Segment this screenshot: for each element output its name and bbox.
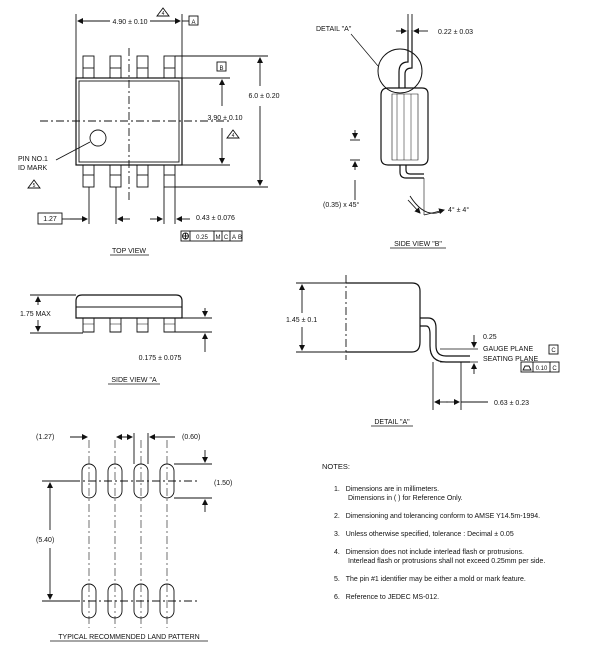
note-item: 4. Dimension does not include interlead … [334, 549, 546, 565]
pin1-id-mark [89, 129, 107, 147]
seating-plane-label: SEATING PLANE [483, 356, 538, 363]
land-pattern [42, 433, 212, 642]
fcf-c: C [224, 235, 229, 241]
note-flag-5-icon: 5 [33, 183, 36, 189]
dim-lead-thickness: 0.22 ± 0.03 [438, 29, 473, 36]
note-item: 2. Dimensioning and tolerancing conform … [334, 513, 541, 520]
land-pad-width: (0.60) [182, 434, 200, 441]
side-view-a-labels: 1.75 MAX 0.175 ± 0.075 SIDE VIEW "A [20, 311, 181, 384]
flatness-datum: C [552, 366, 557, 372]
side-view-b [350, 14, 446, 249]
pin1-label: PIN NO.1 [18, 156, 48, 163]
side-view-b-title: SIDE VIEW "B" [394, 241, 442, 248]
dim-body-length: 4.90 ± 0.10 [113, 19, 148, 26]
note-item: 3. Unless otherwise specified, tolerance… [334, 531, 514, 538]
land-pitch: (1.27) [36, 434, 54, 441]
dim-chamfer: (0.35) x 45° [323, 201, 359, 209]
side-view-a [30, 294, 212, 385]
flatness-value: 0.10 [536, 366, 548, 372]
detail-a-labels: 1.45 ± 0.1 0.25 GAUGE PLANE SEATING PLAN… [286, 317, 557, 426]
notes-panel: NOTES: 1. Dimensions are in millimeters.… [322, 462, 592, 611]
fcf-b: B [238, 235, 242, 241]
dim-pitch: 1.27 [43, 216, 57, 223]
dim-foot-angle: 4° ± 4° [448, 206, 469, 214]
side-view-a-title: SIDE VIEW "A [111, 377, 157, 384]
top-view-title: TOP VIEW [112, 248, 146, 255]
notes-list: 1. Dimensions are in millimeters.Dimensi… [322, 485, 592, 602]
dim-body-width: 3.90 ± 0.10 [208, 115, 243, 122]
detail-a-view [296, 275, 560, 427]
note-item: 5. The pin #1 identifier may be either a… [334, 576, 526, 583]
note-item: 1. Dimensions are in millimeters.Dimensi… [334, 486, 463, 502]
land-pad-length: (1.50) [214, 480, 232, 487]
dim-foot-length: 0.63 ± 0.23 [494, 400, 529, 407]
side-view-b-labels: DETAIL "A" 0.22 ± 0.03 (0.35) x 45° 4° ±… [316, 26, 473, 248]
fcf-value: 0.25 [196, 235, 208, 241]
gauge-plane-label: GAUGE PLANE [483, 346, 534, 353]
pin1-label-2: ID MARK [18, 165, 48, 172]
land-pattern-labels: (1.27) (0.60) (1.50) (5.40) TYPICAL RECO… [36, 434, 232, 641]
dim-body-height: 1.45 ± 0.1 [286, 317, 317, 324]
datum-a: A [191, 20, 195, 26]
fcf-a: A [232, 235, 236, 241]
datum-c: C [551, 348, 556, 354]
dim-lead-width: 0.43 ± 0.076 [196, 215, 235, 222]
dim-gauge: 0.25 [483, 334, 497, 341]
detail-a-callout: DETAIL "A" [316, 26, 352, 33]
dim-standoff: 0.175 ± 0.075 [139, 355, 182, 362]
top-view-labels: 4.90 ± 0.10 4 A B 3.90 ± 0.10 4 6.0 ± 0.… [18, 11, 280, 255]
top-view [27, 7, 268, 256]
detail-a-title: DETAIL "A" [374, 419, 410, 426]
land-span: (5.40) [36, 537, 54, 544]
dim-max-height: 1.75 MAX [20, 311, 51, 318]
land-pattern-title: TYPICAL RECOMMENDED LAND PATTERN [58, 634, 199, 641]
notes-header: NOTES: [322, 462, 350, 471]
note-flag-4-icon: 4 [232, 133, 235, 139]
fcf-m: M [216, 235, 221, 241]
note-item: 6. Reference to JEDEC MS-012. [334, 594, 440, 601]
dim-overall-width: 6.0 ± 0.20 [248, 93, 279, 100]
note-flag-4-icon: 4 [162, 11, 165, 17]
datum-b: B [219, 66, 223, 72]
